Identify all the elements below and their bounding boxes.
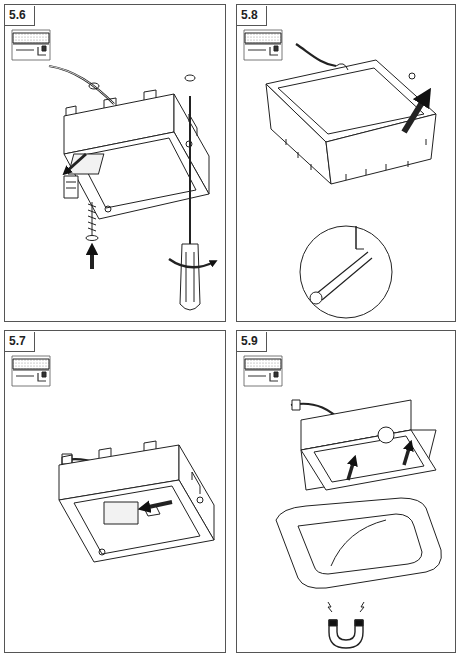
step-number: 5.7: [5, 332, 35, 352]
step-panel: 5.8: [236, 4, 456, 322]
step-number: 5.9: [237, 332, 267, 352]
step-panel: 5.7: [4, 330, 226, 653]
step-number: 5.8: [237, 6, 267, 26]
step-panel: 5.6: [4, 4, 226, 322]
step-panel: 5.9: [236, 330, 456, 653]
step-number: 5.6: [5, 6, 35, 26]
